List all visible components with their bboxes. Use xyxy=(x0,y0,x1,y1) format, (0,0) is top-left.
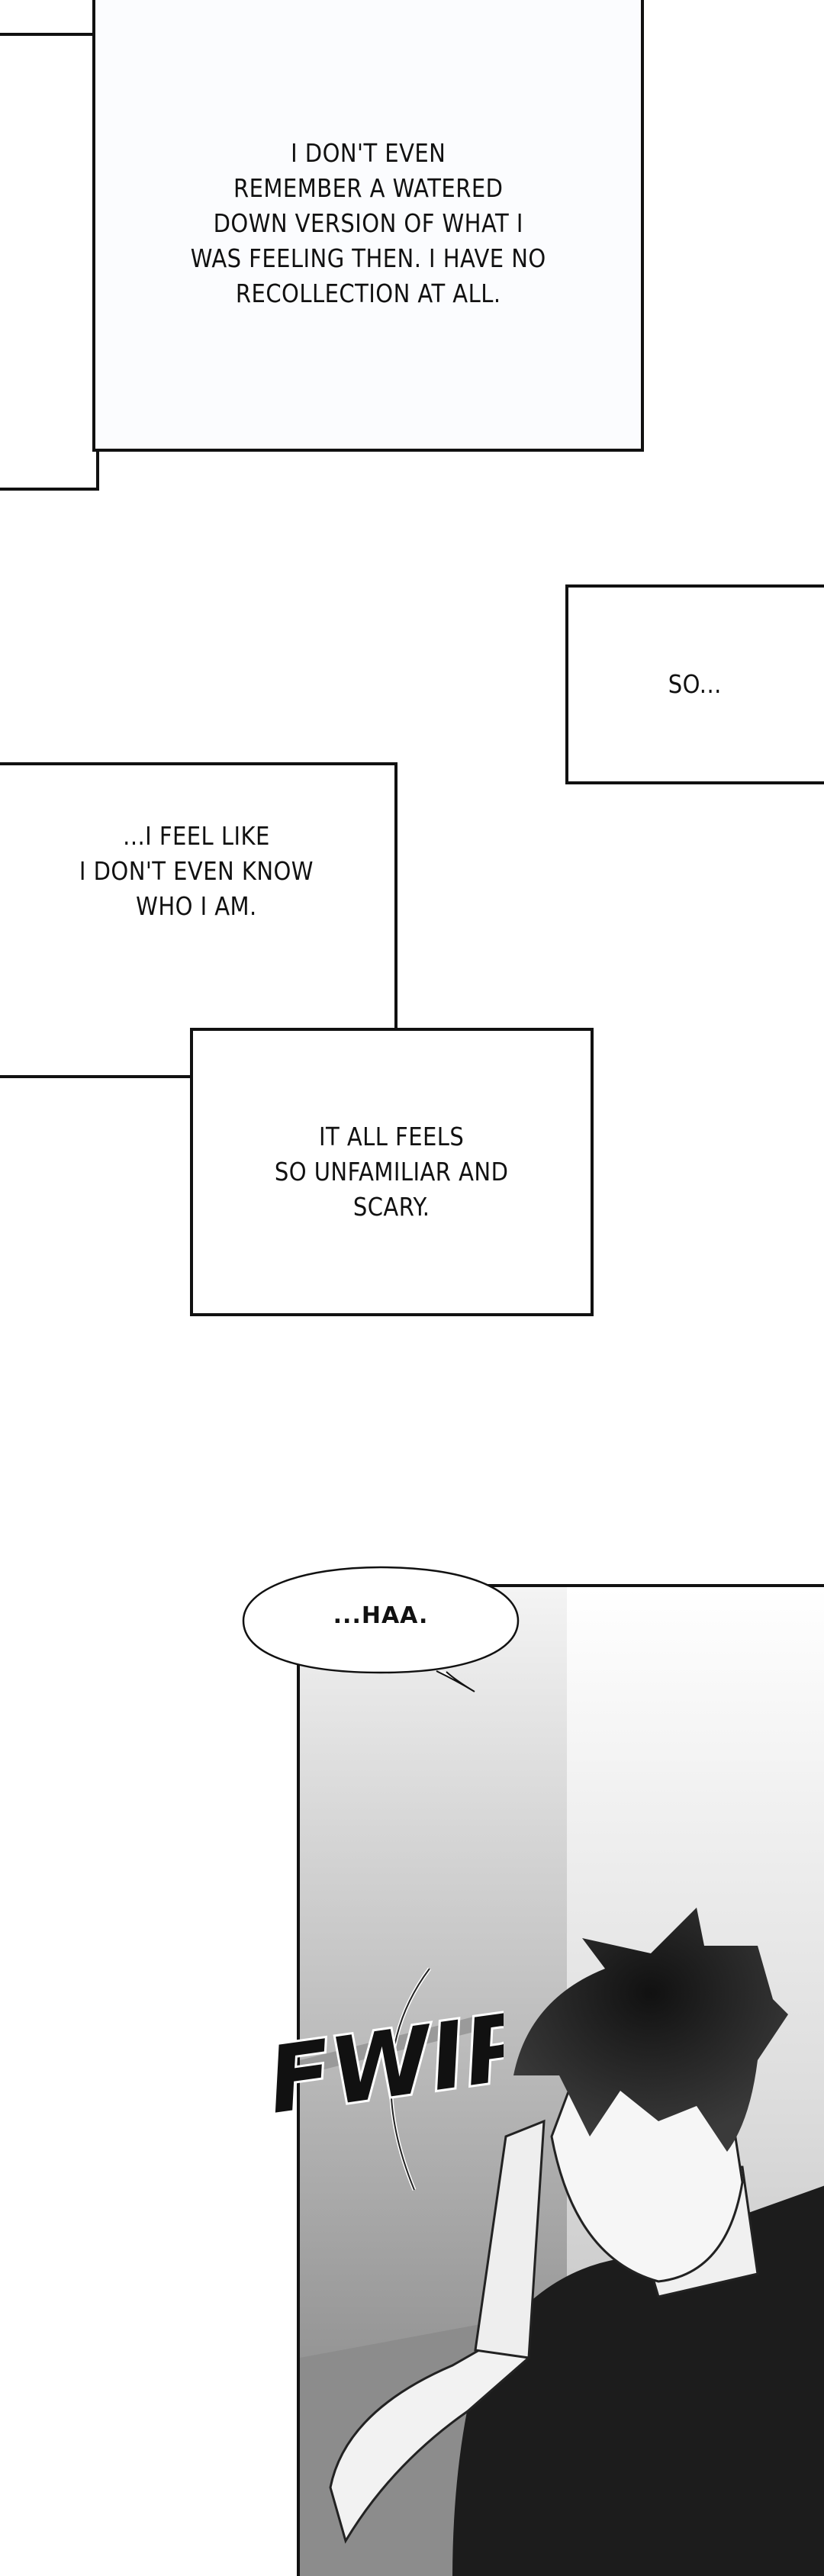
speech-bubble xyxy=(242,1566,520,1692)
sound-effect-text: FWIP xyxy=(262,1993,504,2135)
caption-box-3: ...I FEEL LIKE I DON'T EVEN KNOW WHO I A… xyxy=(0,762,398,1078)
caption-line: SO UNFAMILIAR AND xyxy=(275,1157,509,1187)
caption-line: I DON'T EVEN KNOW xyxy=(79,856,314,886)
caption-line: WAS FEELING THEN. I HAVE NO xyxy=(190,243,546,273)
caption-line: RECOLLECTION AT ALL. xyxy=(235,279,501,308)
caption-line: SCARY. xyxy=(353,1192,430,1222)
caption-line: ...I FEEL LIKE xyxy=(123,821,270,851)
partial-caption-box xyxy=(0,33,99,491)
speech-bubble-text: ...HAA. xyxy=(333,1602,429,1629)
caption-line: I DON'T EVEN xyxy=(290,138,446,168)
caption-text-2: SO... xyxy=(668,667,722,702)
comic-panel-illustration xyxy=(297,1584,824,2576)
caption-box-2: SO... xyxy=(565,584,824,784)
caption-box-4: IT ALL FEELS SO UNFAMILIAR AND SCARY. xyxy=(190,1028,594,1316)
sound-effect-fwip: FWIP xyxy=(259,1991,504,2136)
caption-text-1: I DON'T EVEN REMEMBER A WATERED DOWN VER… xyxy=(191,136,546,311)
caption-line: REMEMBER A WATERED xyxy=(233,173,504,203)
caption-line: IT ALL FEELS xyxy=(319,1122,465,1151)
caption-line: DOWN VERSION OF WHAT I xyxy=(213,208,523,238)
caption-text-3: ...I FEEL LIKE I DON'T EVEN KNOW WHO I A… xyxy=(79,819,314,924)
man-resting-head-illustration xyxy=(300,1587,824,2576)
caption-line: WHO I AM. xyxy=(136,891,257,921)
caption-text-4: IT ALL FEELS SO UNFAMILIAR AND SCARY. xyxy=(275,1119,508,1225)
caption-box-1: I DON'T EVEN REMEMBER A WATERED DOWN VER… xyxy=(92,0,644,452)
caption-line: SO... xyxy=(668,669,723,699)
